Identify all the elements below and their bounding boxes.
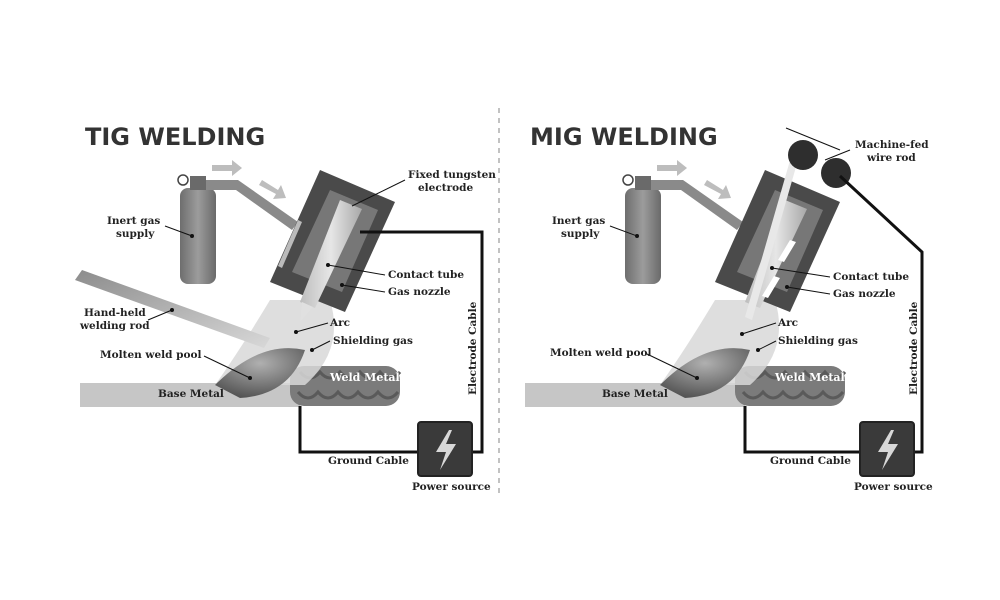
tig-label-rod-2: welding rod <box>79 320 150 332</box>
tig-power-source <box>417 421 473 477</box>
mig-power-source <box>859 421 915 477</box>
tig-label-shielding-gas: Shielding gas <box>333 335 413 347</box>
mig-label-inert-2: supply <box>561 228 600 240</box>
mig-label-wire-2: wire rod <box>866 152 916 164</box>
tig-label-inert-1: Inert gas <box>107 215 160 227</box>
mig-label-power-source: Power source <box>854 481 933 493</box>
tig-title: TIG WELDING <box>85 123 265 151</box>
tig-label-electrode-cable: Electrode Cable <box>467 301 479 395</box>
tig-weld-metal <box>290 366 402 406</box>
tig-label-contact-tube: Contact tube <box>388 269 464 281</box>
mig-label-shielding-gas: Shielding gas <box>778 335 858 347</box>
tig-label-electrode-2: electrode <box>418 182 473 194</box>
mig-gas-cylinder <box>622 174 743 284</box>
mig-gas-flow-arrows <box>657 160 731 199</box>
mig-panel: MIG WELDING <box>525 123 933 493</box>
tig-torch <box>270 170 395 322</box>
mig-gauge-icon <box>622 174 634 186</box>
mig-title: MIG WELDING <box>530 123 718 151</box>
tig-gas-flow-arrows <box>212 160 286 199</box>
tig-molten-pool <box>215 348 305 398</box>
tig-label-base-metal: Base Metal <box>158 388 224 400</box>
tig-label-rod-1: Hand-held <box>84 307 146 319</box>
lightning-icon <box>436 430 456 470</box>
mig-label-inert-1: Inert gas <box>552 215 605 227</box>
tig-panel: TIG WELDING <box>75 123 496 493</box>
tig-label-molten-pool: Molten weld pool <box>100 349 201 361</box>
tig-label-arc: Arc <box>329 317 350 329</box>
mig-label-ground-cable: Ground Cable <box>770 455 851 467</box>
mig-label-contact-tube: Contact tube <box>833 271 909 283</box>
tig-label-gas-nozzle: Gas nozzle <box>388 286 451 298</box>
mig-torch <box>715 150 840 320</box>
tig-label-power-source: Power source <box>412 481 491 493</box>
tig-label-weld-metal: Weld Metal <box>329 371 400 384</box>
lightning-icon <box>878 430 898 470</box>
mig-label-weld-metal: Weld Metal <box>774 371 845 384</box>
tig-ground-cable <box>298 406 418 454</box>
mig-weld-metal <box>735 366 847 406</box>
mig-label-base-metal: Base Metal <box>602 388 668 400</box>
tig-gas-cylinder <box>177 174 298 284</box>
mig-ground-cable <box>743 406 862 454</box>
tig-label-electrode-1: Fixed tungsten <box>408 169 496 181</box>
mig-label-molten-pool: Molten weld pool <box>550 347 651 359</box>
mig-label-arc: Arc <box>777 317 798 329</box>
mig-label-gas-nozzle: Gas nozzle <box>833 288 896 300</box>
mig-label-wire-1: Machine-fed <box>855 139 929 151</box>
tig-label-inert-2: supply <box>116 228 155 240</box>
tig-label-ground-cable: Ground Cable <box>328 455 409 467</box>
tig-gauge-icon <box>177 174 189 186</box>
mig-leader-lines <box>609 149 851 380</box>
mig-molten-pool <box>660 348 750 398</box>
tig-leader-lines <box>147 179 406 380</box>
mig-label-electrode-cable: Electrode Cable <box>908 301 920 395</box>
